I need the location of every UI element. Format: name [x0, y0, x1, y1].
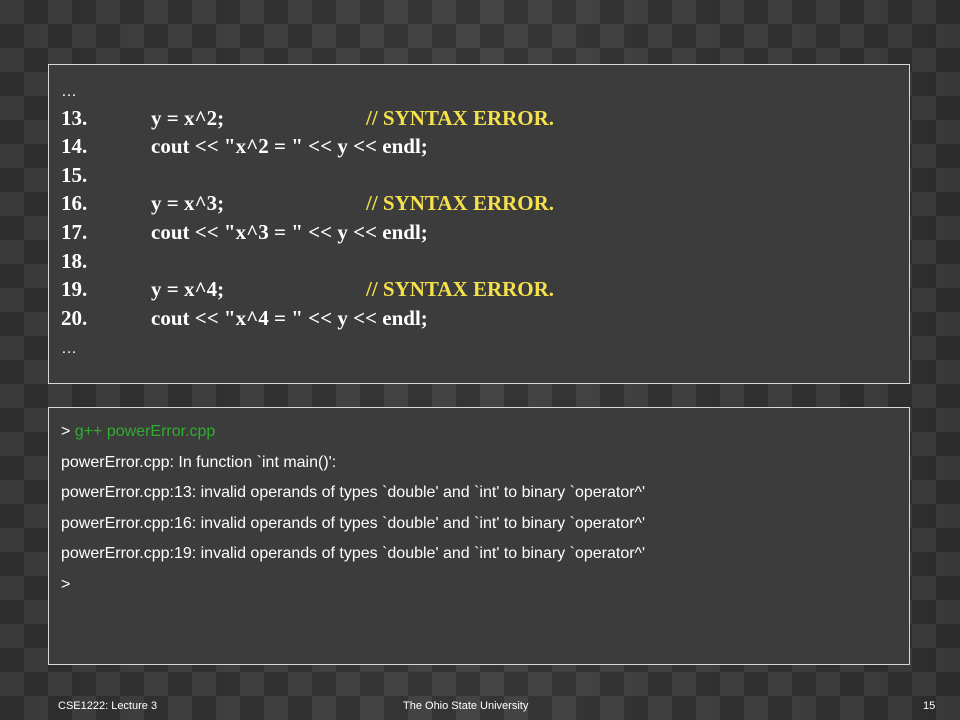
code-line-19: 19. y = x^4; // SYNTAX ERROR.	[61, 275, 897, 304]
line-number: 14.	[61, 134, 88, 159]
footer-course: CSE1222: Lecture 3	[58, 700, 158, 712]
code-line-15: 15.	[61, 161, 897, 190]
code-line-17: 17. cout << "x^3 = " << y << endl;	[61, 218, 897, 247]
footer-page-number: 15	[923, 700, 936, 712]
compiler-error-13: powerError.cpp:13: invalid operands of t…	[61, 484, 646, 501]
code-line-18: 18.	[61, 247, 897, 276]
terminal-final-prompt: >	[61, 575, 71, 593]
code-statement: cout << "x^2 = " << y << endl;	[151, 134, 428, 159]
code-line-20: 20. cout << "x^4 = " << y << endl;	[61, 304, 897, 333]
line-number: 20.	[61, 305, 88, 330]
code-comment: // SYNTAX ERROR.	[366, 191, 555, 216]
code-listing-panel: … 13. y = x^2; // SYNTAX ERROR. 14. cout <<…	[48, 64, 910, 384]
compiler-message: powerError.cpp: In function `int main()'…	[61, 453, 337, 471]
code-statement: cout << "x^3 = " << y << endl;	[151, 219, 428, 244]
line-number: 16.	[61, 191, 88, 216]
code-statement: y = x^4;	[151, 277, 225, 302]
code-statement: cout << "x^4 = " << y << endl;	[151, 305, 428, 330]
code-statement: y = x^2;	[151, 105, 225, 130]
code-statement: y = x^3;	[151, 191, 225, 216]
line-number: 15.	[61, 162, 88, 187]
code-comment: // SYNTAX ERROR.	[366, 277, 555, 302]
line-number: 13.	[61, 105, 88, 130]
line-number: 18.	[61, 248, 88, 273]
code-line-16: 16. y = x^3; // SYNTAX ERROR.	[61, 189, 897, 218]
code-line-13: 13. y = x^2; // SYNTAX ERROR.	[61, 104, 897, 133]
line-number: 17.	[61, 219, 88, 244]
ellipsis-text: …	[61, 340, 77, 358]
compiler-error-16: powerError.cpp:16: invalid operands of t…	[61, 514, 646, 532]
line-number: 19.	[61, 277, 88, 302]
terminal-command-line: > g++ powerError.cpp	[61, 417, 897, 448]
footer-university: The Ohio State University	[403, 700, 529, 712]
code-ellipsis-bottom: …	[61, 332, 897, 361]
compiler-error-19: powerError.cpp:19: invalid operands of t…	[61, 545, 646, 562]
code-comment: // SYNTAX ERROR.	[366, 105, 555, 130]
compiler-output-panel: > g++ powerError.cpp powerError.cpp: In …	[48, 407, 910, 665]
code-line-14: 14. cout << "x^2 = " << y << endl;	[61, 132, 897, 161]
code-ellipsis-top: …	[61, 75, 897, 104]
ellipsis-text: …	[61, 83, 77, 100]
terminal-prompt: >	[61, 423, 75, 440]
terminal-command: g++ powerError.cpp	[74, 423, 216, 440]
